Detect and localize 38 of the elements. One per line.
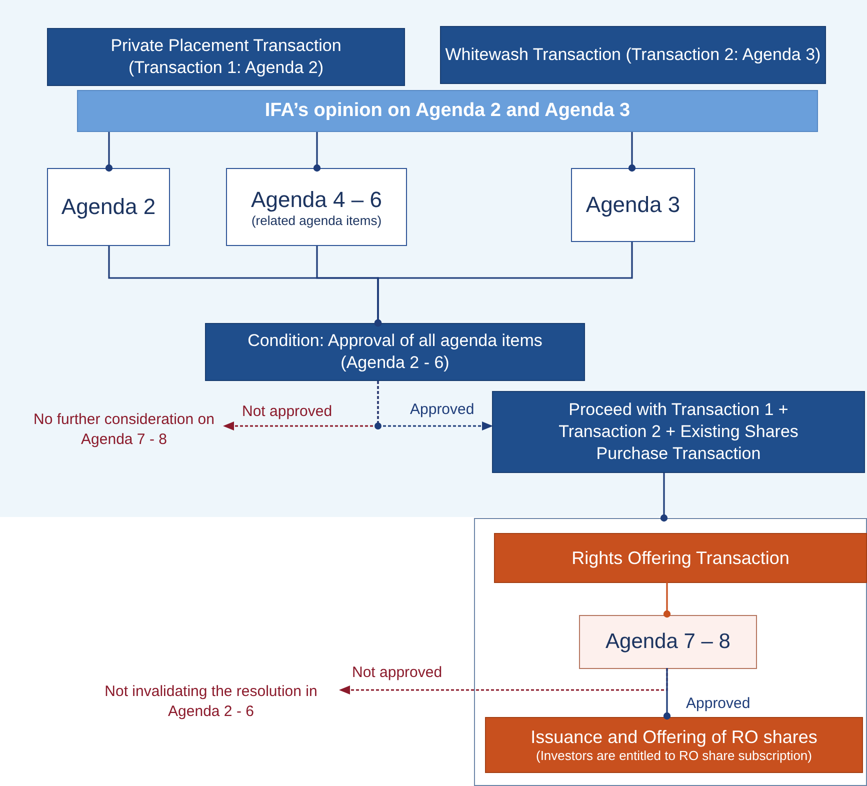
- arrow: [377, 381, 494, 430]
- box-label: Condition: Approval of all agenda items (Agenda 2 - 6): [246, 330, 544, 374]
- box-label: Proceed with Transaction 1 + Transaction 2 + Existing Shares Purchase Transaction: [558, 398, 800, 466]
- process-box: [494, 533, 867, 583]
- box-label: Whitewash Transaction (Transaction 2: Agenda 3): [445, 44, 821, 66]
- connector: [628, 132, 636, 172]
- edge-label: Not approved: [350, 664, 444, 681]
- process-box: [440, 26, 826, 84]
- box-label: Agenda 7 – 8: [606, 630, 730, 654]
- box-label: Rights Offering Transaction: [572, 548, 790, 568]
- connector: [663, 582, 671, 618]
- process-box: [47, 28, 405, 86]
- connector: [663, 668, 671, 720]
- box-label: Agenda 2: [61, 194, 156, 220]
- box-label: IFA’s opinion on Agenda 2 and Agenda 3: [264, 100, 630, 122]
- agenda-box: [579, 615, 757, 669]
- edge-label: Not approved: [240, 403, 334, 420]
- connector: [660, 473, 668, 522]
- group-frame: [474, 518, 867, 786]
- opinion-banner: [77, 90, 818, 132]
- box-label: Agenda 4 – 6: [251, 186, 382, 212]
- outcome-text: No further consideration on Agenda 7 - 8: [24, 408, 224, 452]
- agenda-box: [47, 168, 170, 246]
- process-box: [485, 717, 863, 773]
- outcome-text: Not invalidating the resolution in Agenda 2 - 6: [82, 680, 340, 724]
- box-note: (related agenda items): [251, 212, 382, 228]
- box-note: (Investors are entitled to RO share subscription): [536, 748, 812, 763]
- connector: [105, 132, 113, 172]
- box-label: Issuance and Offering of RO shares: [530, 727, 818, 748]
- process-box: [205, 323, 585, 381]
- agenda-box: [571, 168, 695, 242]
- edge-label: Approved: [408, 401, 476, 418]
- box-label: Private Placement Transaction (Transaction 1: Agenda 2): [110, 34, 342, 79]
- agenda-box: [226, 168, 407, 246]
- process-box: [492, 391, 865, 473]
- connector: [313, 132, 321, 172]
- edge-label: Approved: [684, 695, 752, 712]
- box-label: Agenda 3: [586, 192, 680, 218]
